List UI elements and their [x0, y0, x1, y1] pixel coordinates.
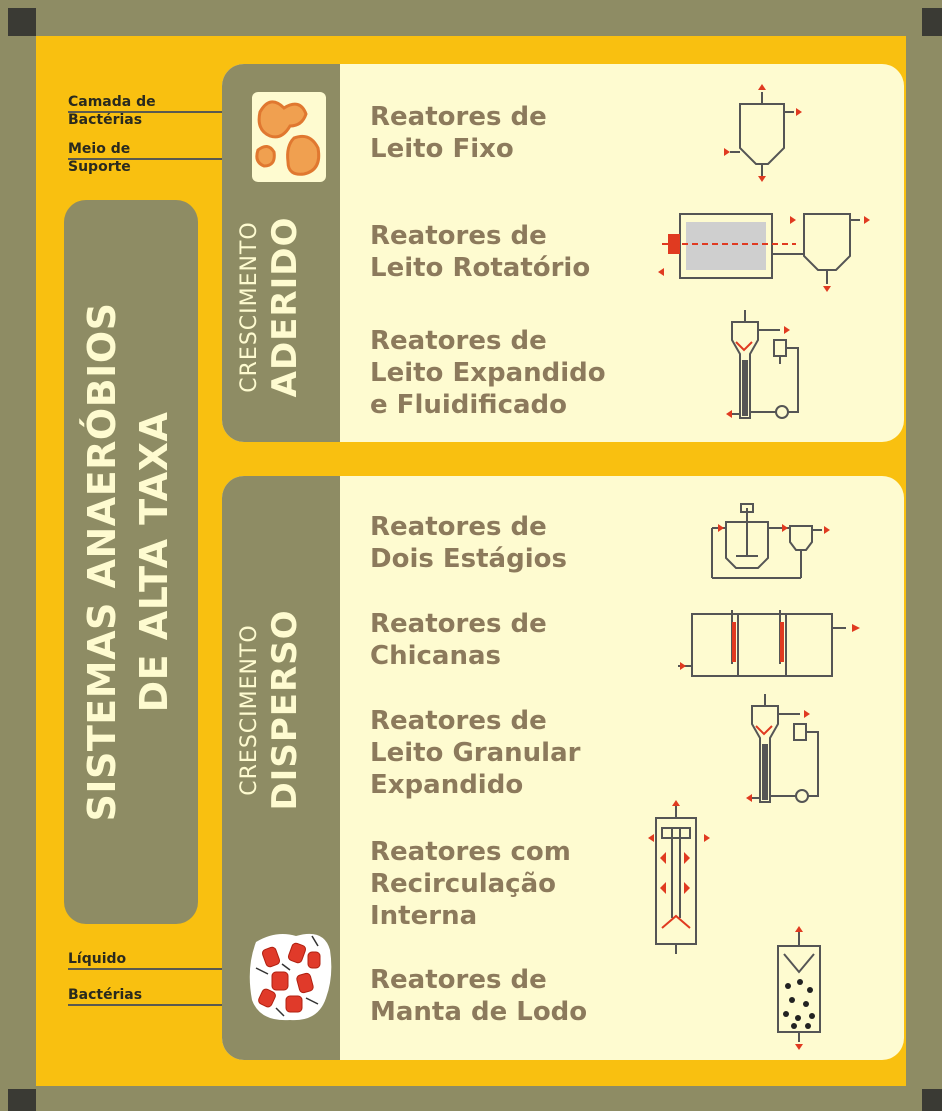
callout-camada-leader — [68, 111, 268, 113]
leito-fixo-diagram — [724, 84, 802, 182]
item-manta-lodo: Reatores de Manta de Lodo — [370, 965, 588, 1027]
disperso-label-small: CRESCIMENTO — [237, 624, 262, 796]
item-recirculacao-interna: Reatores com Recirculação Interna — [370, 837, 571, 931]
corner-top-right — [922, 8, 942, 36]
callout-liquido: Líquido — [68, 951, 127, 967]
disperso-label-big: DISPERSO — [265, 609, 305, 811]
disperso-label: CRESCIMENTO DISPERSO — [235, 510, 325, 910]
panel-aderido: CRESCIMENTO ADERIDO Reatores de Leito Fi… — [222, 64, 904, 442]
chicanas-diagram — [678, 610, 860, 677]
leito-granular-diagram — [746, 694, 819, 803]
panel-disperso: CRESCIMENTO DISPERSO Reatores de Dois Es… — [222, 476, 904, 1060]
item-dois-estagios: Reatores de Dois Estágios — [370, 512, 567, 574]
callout-camada-bacterias: Camada de Bactérias — [68, 94, 156, 128]
item-leito-granular: Reatores de Leito Granular Expandido — [370, 706, 581, 800]
recirculacao-diagram — [648, 800, 710, 954]
corner-top-left — [8, 8, 36, 36]
leito-rotatorio-diagram — [658, 213, 870, 292]
main-title-panel — [64, 200, 198, 924]
manta-lodo-diagram — [777, 926, 821, 1050]
item-leito-rotatorio: Reatores de Leito Rotatório — [370, 221, 591, 283]
main-title: SISTEMAS ANAERÓBIOS DE ALTA TAXA — [76, 212, 186, 912]
callout-liquido-leader — [68, 968, 263, 970]
sludge-icon — [246, 928, 334, 1024]
item-leito-expandido: Reatores de Leito Expandido e Fluidifica… — [370, 326, 606, 420]
dois-estagios-diagram — [711, 503, 830, 579]
corner-bottom-left — [8, 1089, 36, 1111]
corner-bottom-right — [922, 1089, 942, 1111]
callout-meio-suporte: Meio de Suporte — [68, 141, 131, 175]
callout-meio-leader — [68, 158, 298, 160]
main-title-line1: SISTEMAS ANAERÓBIOS — [80, 302, 124, 822]
item-leito-fixo: Reatores de Leito Fixo — [370, 102, 547, 164]
callout-bacterias: Bactérias — [68, 987, 143, 1003]
callout-bacterias-leader — [68, 1004, 268, 1006]
biofilm-icon — [252, 92, 326, 182]
item-chicanas: Reatores de Chicanas — [370, 609, 547, 671]
main-title-line2: DE ALTA TAXA — [132, 411, 176, 713]
leito-expandido-diagram — [726, 310, 799, 419]
